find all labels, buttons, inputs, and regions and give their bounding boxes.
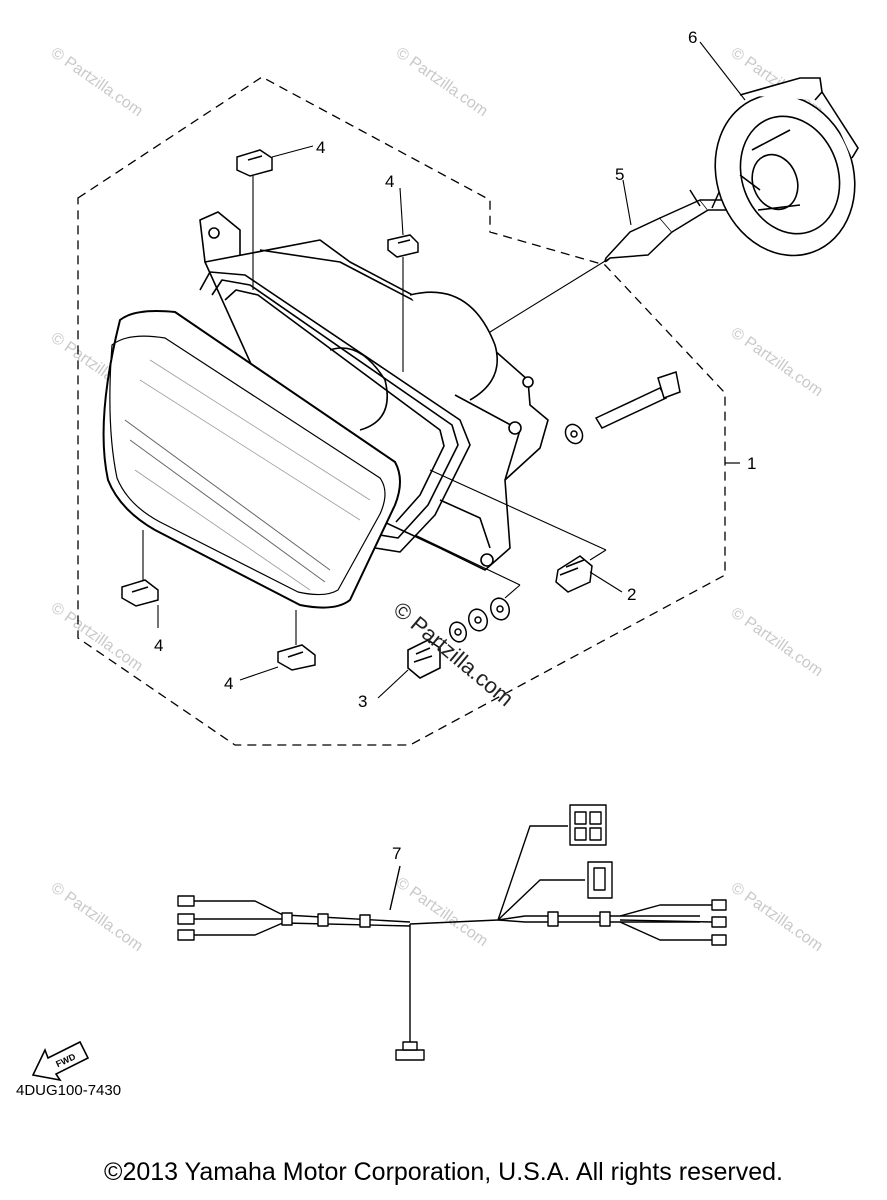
- clip-top-left: [236, 149, 273, 177]
- watermark: © Partzilla.com: [393, 874, 491, 950]
- watermark: © Partzilla.com: [48, 879, 146, 955]
- bulb-cover: [714, 77, 859, 257]
- callout-2: 2: [627, 585, 636, 604]
- fwd-arrow-icon: FWD: [31, 1040, 90, 1082]
- wire-harness: [177, 804, 727, 1061]
- watermark: © Partzilla.com: [728, 604, 826, 680]
- callout-6: 6: [688, 28, 697, 47]
- callout-4: 4: [154, 636, 163, 655]
- assembly-boundary: [77, 76, 726, 746]
- adjusting-screw: [564, 371, 681, 445]
- headlight-lens: [102, 310, 401, 609]
- clip-top-center: [387, 234, 419, 258]
- copyright-notice: ©2013 Yamaha Motor Corporation, U.S.A. A…: [104, 1158, 783, 1186]
- headlight-rim: [199, 271, 471, 553]
- watermark: © Partzilla.com: [728, 879, 826, 955]
- socket-part: [407, 639, 441, 679]
- clip-bottom-right: [277, 644, 316, 671]
- washer-set: [448, 597, 511, 643]
- watermark: © Partzilla.com: [728, 324, 826, 400]
- callout-4: 4: [316, 138, 325, 157]
- callouts: 1 2 3 4 4 4 4 5 6 7: [154, 28, 756, 863]
- watermark: © Partzilla.com: [48, 599, 146, 675]
- callout-5: 5: [615, 165, 624, 184]
- diagram-code: 4DUG100-7430: [16, 1082, 122, 1099]
- clip-bottom-left: [121, 579, 159, 607]
- callout-1: 1: [747, 454, 756, 473]
- headlight-bulb: [604, 189, 732, 263]
- watermark: © Partzilla.com: [48, 44, 146, 120]
- callout-7: 7: [392, 844, 401, 863]
- watermark: © Partzilla.com: [393, 44, 491, 120]
- callout-4: 4: [224, 674, 233, 693]
- grommet-part: [555, 555, 593, 593]
- callout-3: 3: [358, 692, 367, 711]
- leader-lines: [142, 41, 746, 699]
- callout-4: 4: [385, 172, 394, 191]
- headlight-housing: [199, 211, 549, 571]
